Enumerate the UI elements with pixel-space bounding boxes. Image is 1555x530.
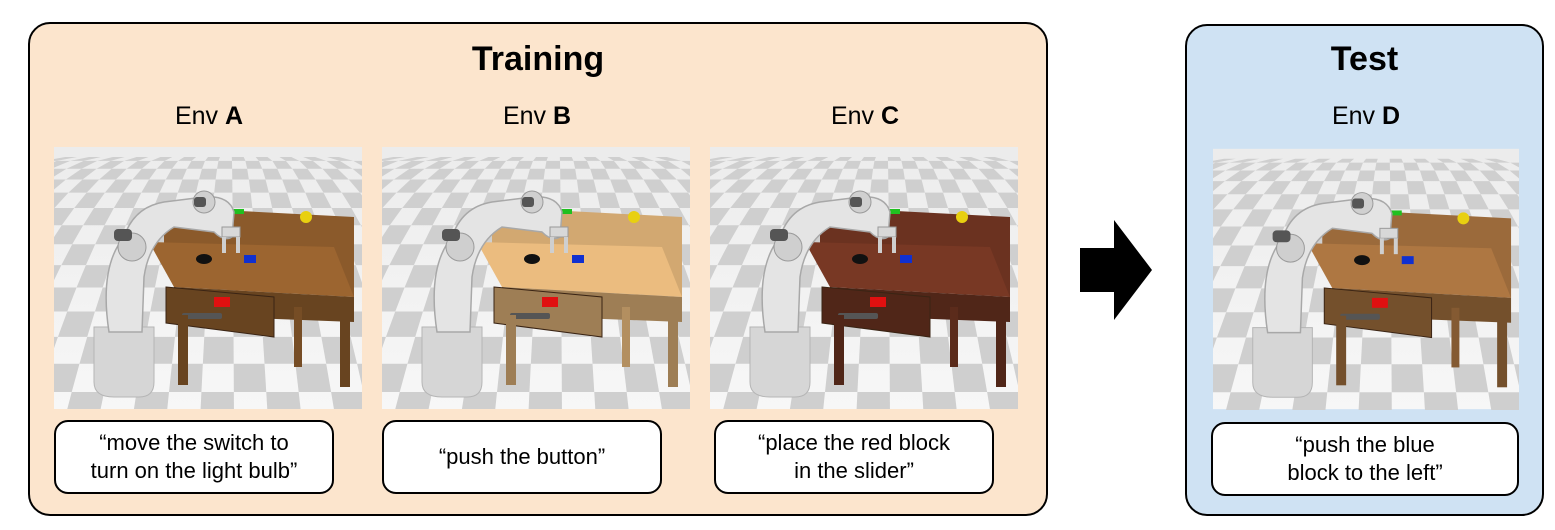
env-a-instruction: “move the switch to turn on the light bu… <box>54 420 334 494</box>
env-a-scene-image <box>54 147 362 409</box>
env-d-instruction: “push the blue block to the left” <box>1211 422 1519 496</box>
env-b-label: Env B <box>502 102 572 130</box>
scene-drawing <box>54 147 362 409</box>
env-d-scene-image <box>1213 148 1519 410</box>
test-title: Test <box>1330 40 1399 78</box>
scene-drawing <box>382 147 690 409</box>
env-c-label: Env C <box>830 102 900 130</box>
env-d-label: Env D <box>1331 102 1401 130</box>
env-c-instruction: “place the red block in the slider” <box>714 420 994 494</box>
scene-drawing <box>1213 148 1519 410</box>
training-title: Training <box>471 40 605 78</box>
test-panel: Test Env D <box>1185 24 1544 516</box>
training-panel: Training Env A Env B Env C <box>28 22 1048 516</box>
scene-drawing <box>710 147 1018 409</box>
env-a-label: Env A <box>174 102 244 130</box>
env-c-scene-image <box>710 147 1018 409</box>
env-b-scene-image <box>382 147 690 409</box>
env-b-instruction: “push the button” <box>382 420 662 494</box>
right-arrow-icon <box>1080 220 1152 320</box>
